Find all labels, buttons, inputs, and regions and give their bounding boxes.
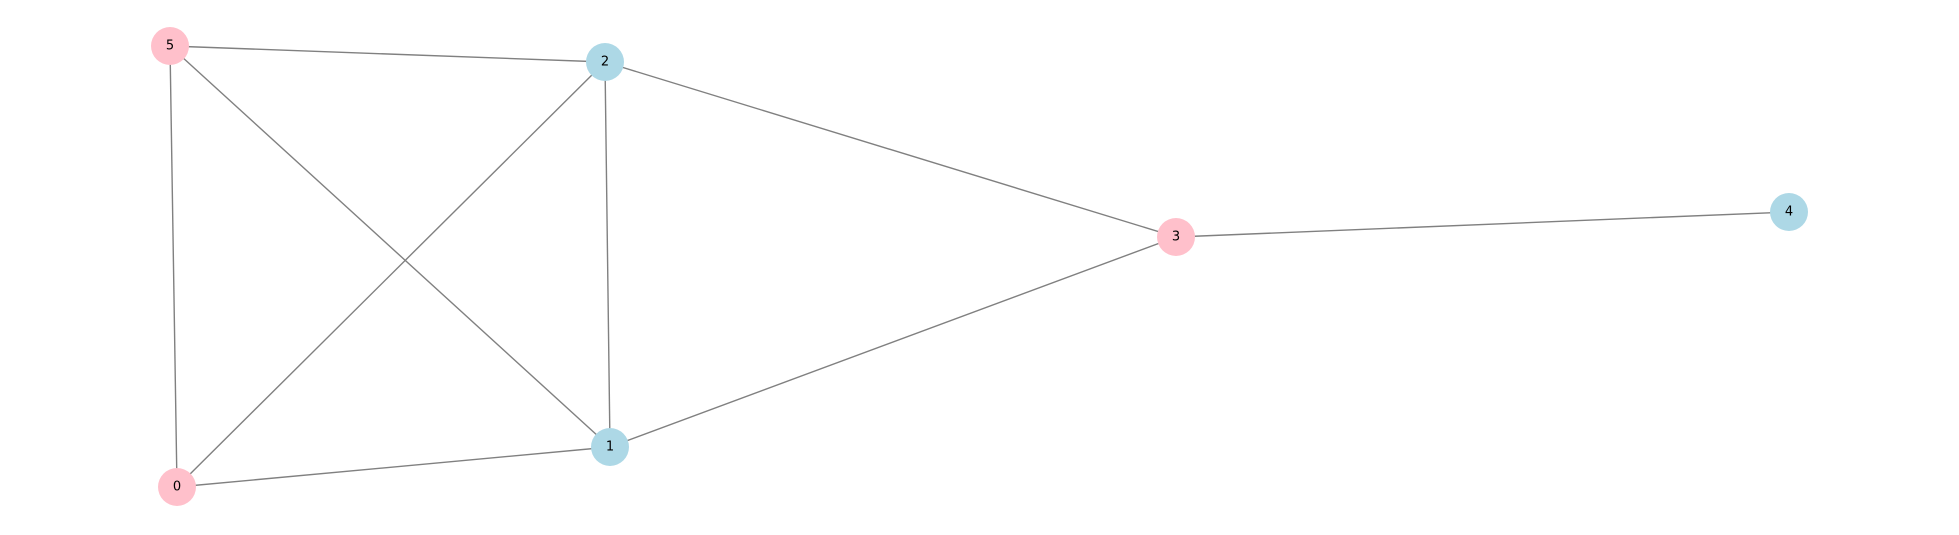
- node-5: 5: [151, 27, 189, 65]
- node-circle: [591, 428, 629, 466]
- node-label: 1: [606, 440, 614, 455]
- edge-2-3: [604, 61, 1177, 238]
- node-label: 0: [173, 480, 181, 495]
- node-circle: [1770, 193, 1808, 231]
- edge-5-0: [169, 45, 178, 488]
- node-circle: [158, 468, 196, 506]
- node-circle: [151, 27, 189, 65]
- edge-5-2: [169, 45, 606, 63]
- edge-5-1: [169, 45, 611, 448]
- node-label: 4: [1785, 205, 1793, 220]
- graph-edges: [169, 45, 1790, 488]
- node-label: 3: [1172, 230, 1180, 245]
- node-4: 4: [1770, 193, 1808, 231]
- node-label: 5: [166, 39, 174, 54]
- edge-2-0: [176, 61, 606, 488]
- node-circle: [586, 43, 624, 81]
- node-label: 2: [601, 55, 609, 70]
- edge-2-1: [604, 61, 611, 448]
- node-2: 2: [586, 43, 624, 81]
- edge-3-1: [609, 236, 1177, 448]
- graph-nodes: 0 1 2 3 4 5: [151, 27, 1808, 506]
- node-3: 3: [1157, 218, 1195, 256]
- edge-0-1: [176, 446, 611, 488]
- edge-3-4: [1175, 211, 1790, 238]
- node-0: 0: [158, 468, 196, 506]
- node-1: 1: [591, 428, 629, 466]
- node-circle: [1157, 218, 1195, 256]
